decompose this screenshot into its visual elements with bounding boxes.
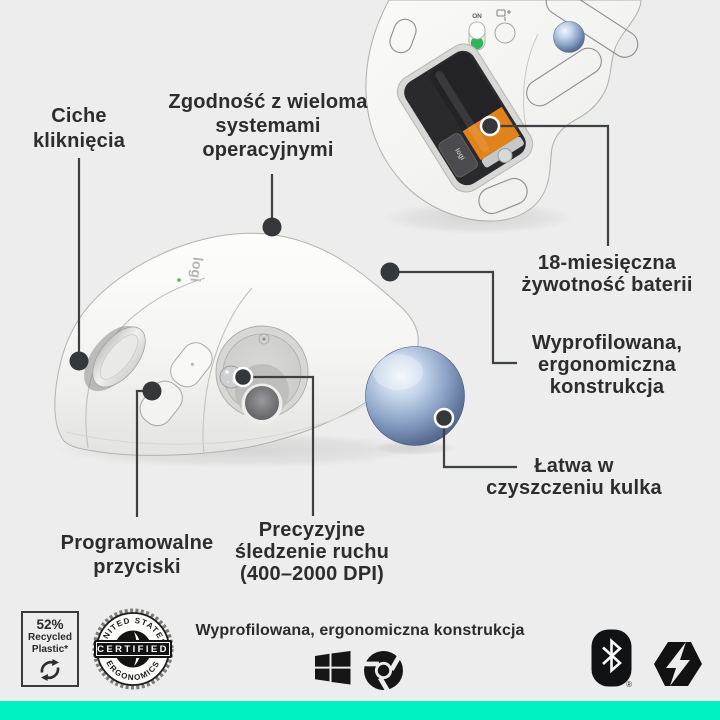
callout-line: operacyjnymi	[202, 139, 334, 161]
brand-logo: logi	[188, 256, 207, 283]
callout-line: Ciche	[51, 105, 107, 127]
callout-line: konstrukcja	[549, 376, 665, 398]
callout-line: 18-miesięczna	[537, 252, 677, 274]
logi-bolt-icon	[654, 642, 702, 686]
windows-icon	[315, 651, 351, 685]
callout-line: kliknięcia	[32, 130, 126, 152]
callout-programmable-buttons: Programowalne przyciski	[61, 531, 214, 579]
usb-receiver: logi	[438, 133, 479, 178]
callout-precise-tracking: Precyzyjne śledzenie ruchu (400–2000 DPI…	[235, 519, 389, 585]
glide-foot-bottom	[478, 177, 528, 215]
callout-line: Wyprofilowana,	[531, 332, 683, 354]
scroll-wheel[interactable]	[73, 314, 156, 403]
callout-line: Zgodność z wieloma	[168, 91, 368, 113]
callout-ergonomic-design: Wyprofilowana, ergonomiczna konstrukcja	[532, 332, 682, 398]
power-switch[interactable]: ON	[468, 13, 486, 51]
dot-programmable-buttons	[142, 381, 162, 401]
recycled-percent: 52%	[36, 617, 64, 632]
seal-band-label: CERTIFIED	[97, 644, 169, 655]
trackball-bottom-view	[553, 21, 585, 53]
ergonomics-certified-seal: UNITED STATES ERGONOMICS CERTIFIED	[92, 608, 174, 690]
callout-line: Precyzyjne	[258, 519, 366, 541]
callout-line: Programowalne	[60, 532, 214, 554]
registered-mark: ®	[626, 680, 632, 689]
recycle-icon	[40, 659, 60, 681]
footer-tagline: Wyprofilowana, ergonomiczna konstrukcja	[195, 622, 525, 639]
callout-easy-clean-ball: Łatwa w czyszczeniu kulka	[486, 455, 662, 499]
dot-precise-tracking	[232, 366, 254, 388]
dot-ergonomic-design	[380, 262, 400, 282]
callout-line: Łatwa w	[534, 455, 614, 477]
mouse-bottom-view: ON	[365, 0, 642, 234]
callout-quiet-clicks: Ciche kliknięcia	[33, 104, 125, 154]
glide-foot-right-lower	[526, 47, 602, 107]
recycled-material-line: Recycled	[28, 632, 72, 643]
callout-dots	[69, 115, 501, 429]
callout-line: przyciski	[93, 556, 181, 578]
power-switch-label: ON	[472, 13, 482, 20]
shell-seam-right	[202, 287, 253, 453]
glide-foot-right-upper	[545, 0, 639, 58]
recycled-plastic-badge: 52% Recycled Plastic*	[21, 611, 79, 687]
connector-easy-clean-ball	[442, 418, 517, 469]
device-switch-icon	[496, 9, 506, 17]
connector-ergonomic-design	[390, 270, 517, 365]
dot-quiet-clicks	[69, 351, 89, 371]
brand-accent-bar	[0, 701, 720, 720]
connect-button[interactable]	[494, 9, 516, 44]
callout-battery-life: 18-miesięczna żywotność baterii	[521, 252, 692, 296]
callout-line: (400–2000 DPI)	[239, 563, 384, 585]
dot-easy-clean-ball	[433, 407, 455, 429]
ball-release-hole	[245, 386, 279, 420]
recycled-material-line: Plastic*	[31, 643, 69, 655]
callout-connectors	[77, 124, 610, 517]
chrome-icon	[364, 651, 403, 691]
glide-foot-top-left	[389, 18, 417, 54]
dot-os-compatibility	[262, 217, 282, 237]
callout-line: czyszczeniu kulka	[486, 477, 662, 499]
mouse-side-view: logi	[54, 232, 425, 468]
callout-line: żywotność baterii	[521, 274, 693, 296]
connector-battery-life	[490, 124, 610, 246]
dot-battery-life	[479, 115, 501, 137]
connector-precise-tracking	[243, 375, 315, 516]
bluetooth-icon: ®	[591, 629, 632, 689]
callout-line: śledzenie ruchu	[234, 541, 390, 563]
callout-line: ergonomiczna	[538, 354, 676, 376]
status-led	[177, 278, 181, 282]
callout-line: systemami	[215, 115, 321, 137]
callout-os-compatibility: Zgodność z wieloma systemami operacyjnym…	[168, 90, 367, 162]
power-on-indicator	[470, 36, 484, 50]
